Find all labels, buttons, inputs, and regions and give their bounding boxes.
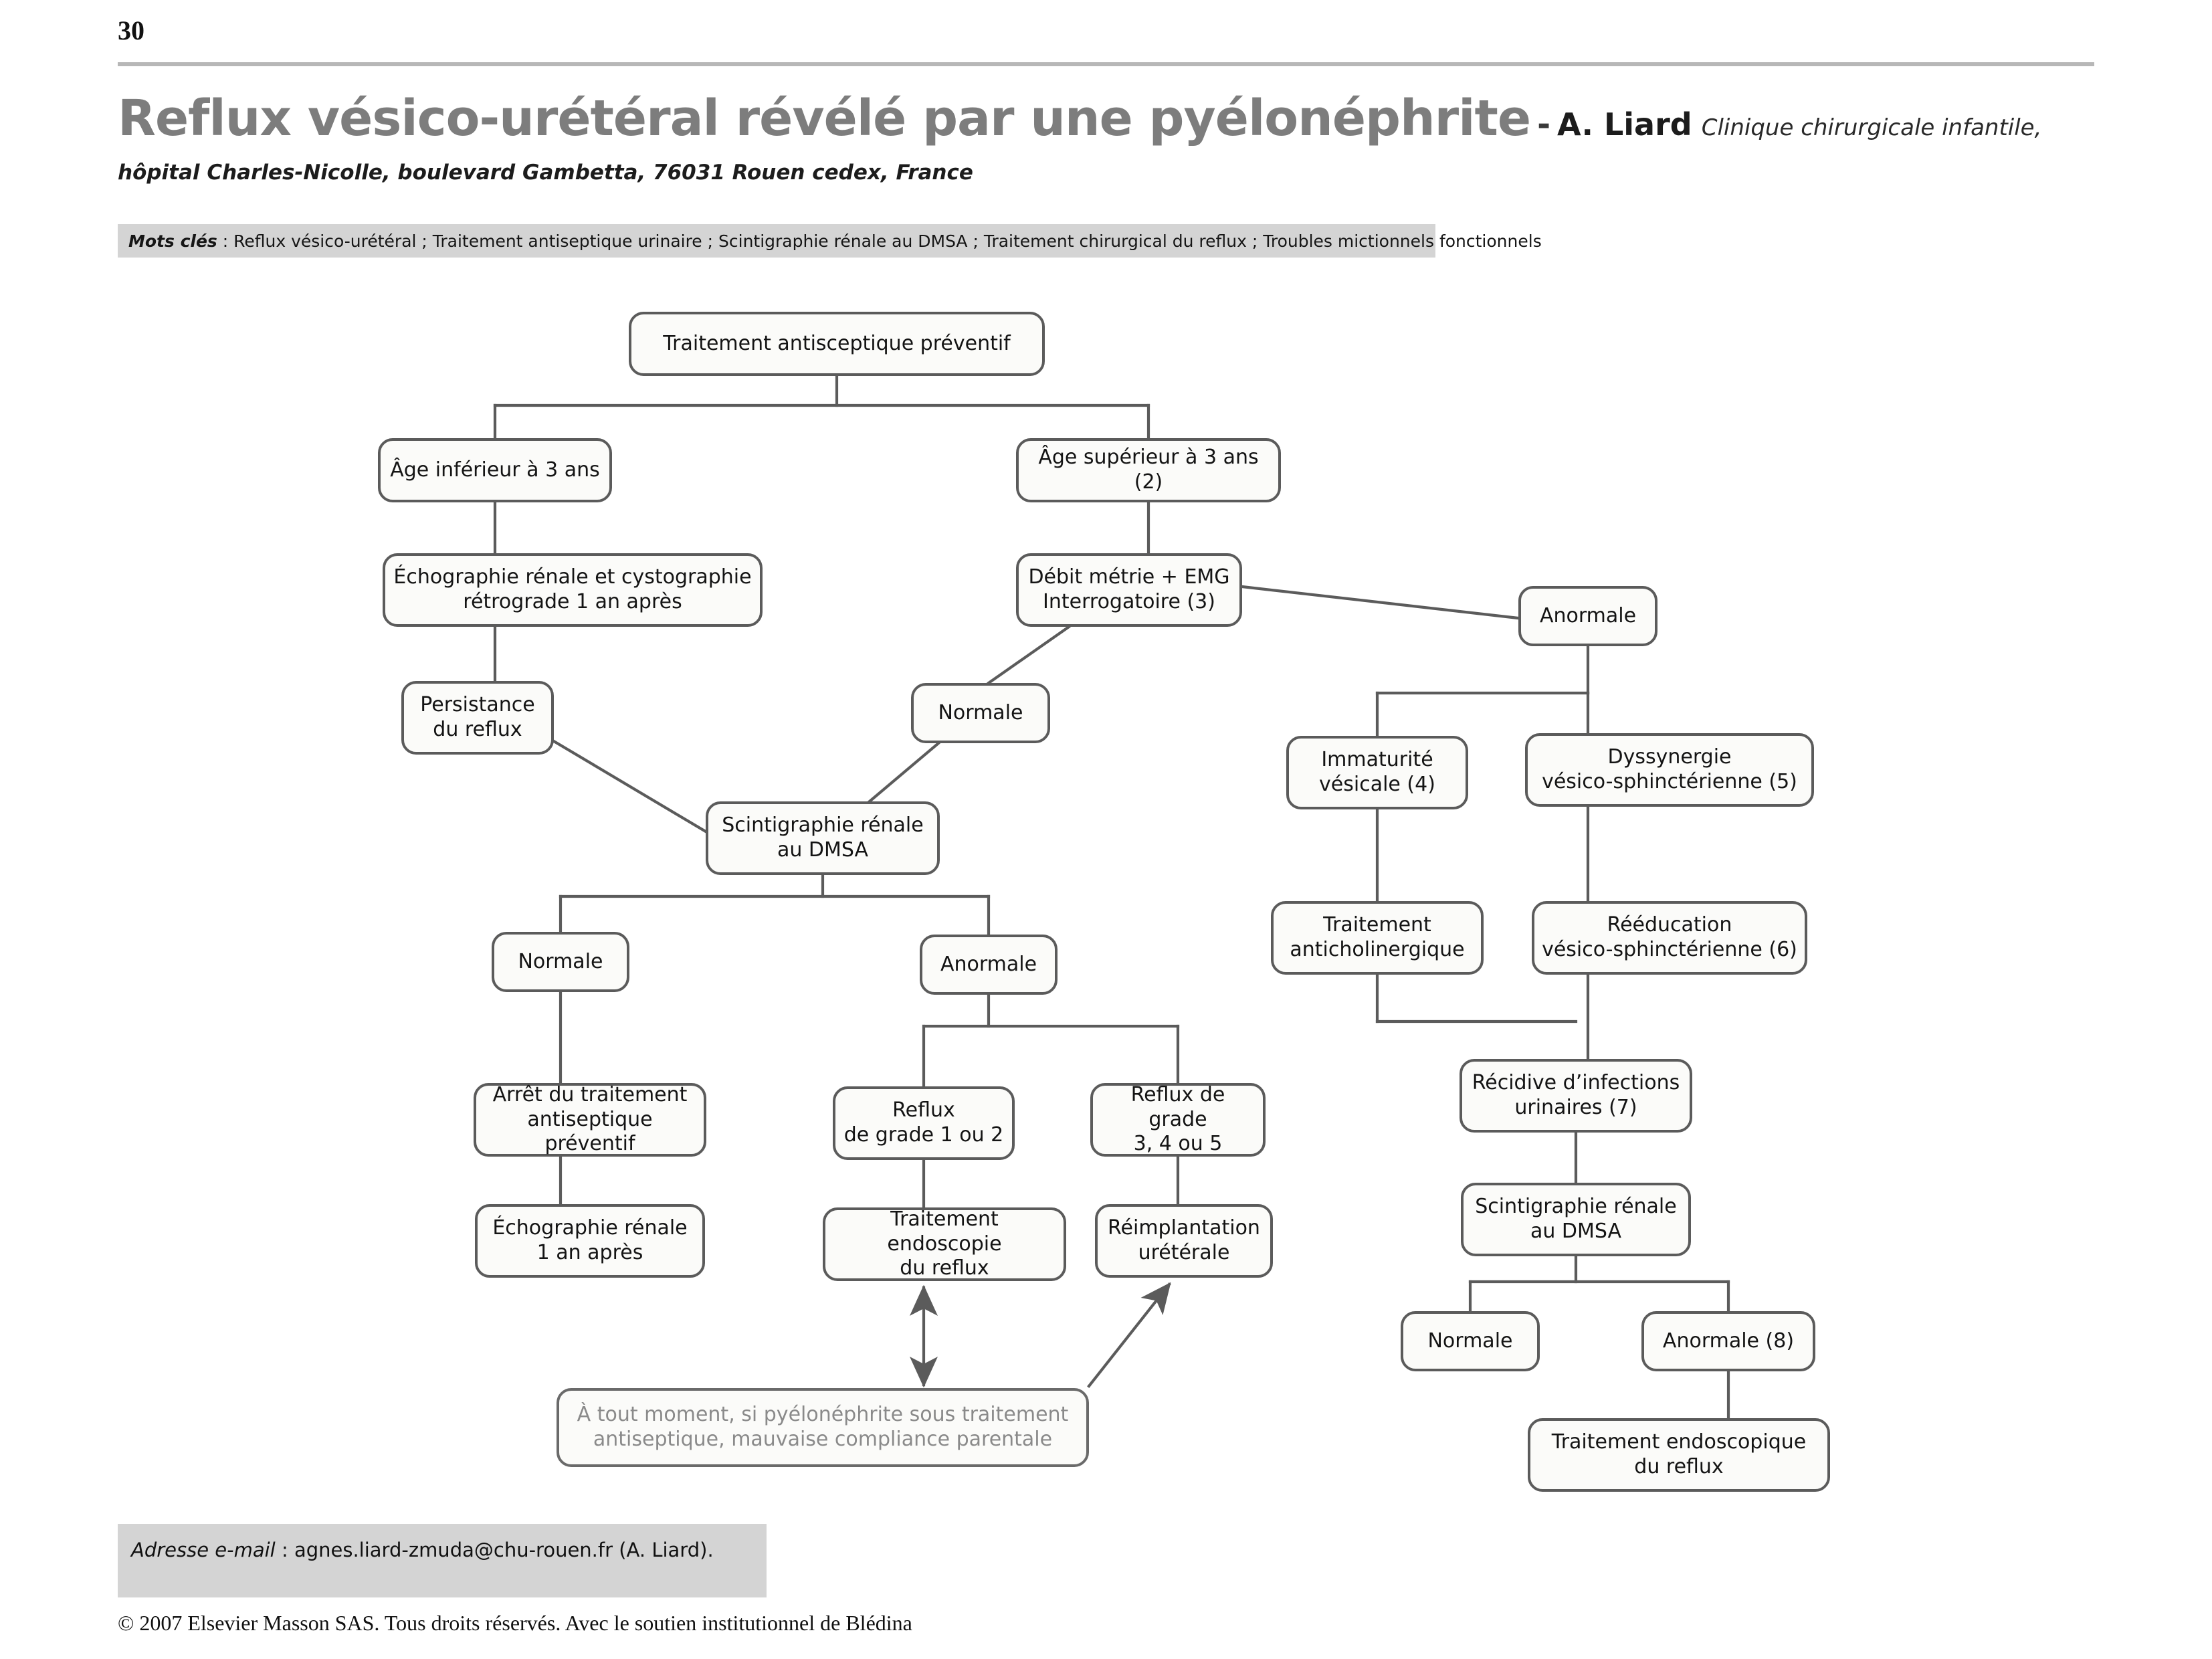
flow-node-n6: Anormale xyxy=(1518,586,1657,646)
flow-node-label: À tout moment, si pyélonéphrite sous tra… xyxy=(577,1403,1069,1451)
affiliation-line-1: Clinique chirurgicale infantile, xyxy=(1701,114,2042,141)
flow-node-label: Normale xyxy=(518,949,603,973)
affiliation-line-2: hôpital Charles-Nicolle, boulevard Gambe… xyxy=(118,161,973,185)
flow-node-n7: Normale xyxy=(911,683,1050,743)
flow-node-label: Âge inférieur à 3 ans xyxy=(390,458,600,482)
flow-node-label: Anormale (8) xyxy=(1662,1329,1795,1353)
title-dash: - xyxy=(1537,106,1551,143)
page-title: Reflux vésico-urétéral révélé par une py… xyxy=(118,90,1531,147)
flow-node-n13: Anormale xyxy=(920,935,1058,995)
copyright-line: © 2007 Elsevier Masson SAS. Tous droits … xyxy=(118,1611,912,1635)
keywords-list: Reflux vésico-urétéral ; Traitement anti… xyxy=(233,231,1542,251)
keywords-text: Mots clés : Reflux vésico-urétéral ; Tra… xyxy=(128,231,1542,251)
flow-node-label: Normale xyxy=(1427,1329,1513,1353)
flow-node-n2: Âge inférieur à 3 ans xyxy=(378,438,612,502)
article-title-line: Reflux vésico-urétéral révélé par une py… xyxy=(118,94,2124,143)
flow-node-label: Anormale xyxy=(1539,603,1637,627)
flow-node-n24: Normale xyxy=(1401,1311,1540,1371)
email-band: Adresse e-mail : agnes.liard-zmuda@chu-r… xyxy=(118,1524,767,1597)
email-label: Adresse e-mail xyxy=(131,1539,276,1561)
keywords-label: Mots clés xyxy=(128,231,217,251)
flow-node-label: Traitement antisceptique préventif xyxy=(663,331,1011,355)
email-text: Adresse e-mail : agnes.liard-zmuda@chu-r… xyxy=(131,1539,714,1561)
flow-node-n3: Âge supérieur à 3 ans (2) xyxy=(1016,438,1281,502)
flow-node-label: Âge supérieur à 3 ans (2) xyxy=(1038,446,1259,494)
header-rule xyxy=(118,62,2094,66)
flow-node-label: Anormale xyxy=(940,952,1037,976)
flow-node-n25: Anormale (8) xyxy=(1641,1311,1815,1371)
email-address: : agnes.liard-zmuda@chu-rouen.fr (A. Lia… xyxy=(275,1539,714,1561)
flow-node-n27: À tout moment, si pyélonéphrite sous tra… xyxy=(557,1388,1089,1467)
keywords-band: Mots clés : Reflux vésico-urétéral ; Tra… xyxy=(118,224,1542,258)
flow-node-n12: Normale xyxy=(492,932,629,992)
page-number: 30 xyxy=(118,15,144,45)
keywords-separator: : xyxy=(217,231,234,251)
author-name: A. Liard xyxy=(1557,106,1692,142)
flow-node-label: Normale xyxy=(938,700,1023,724)
flow-node-n1: Traitement antisceptique préventif xyxy=(629,312,1045,376)
